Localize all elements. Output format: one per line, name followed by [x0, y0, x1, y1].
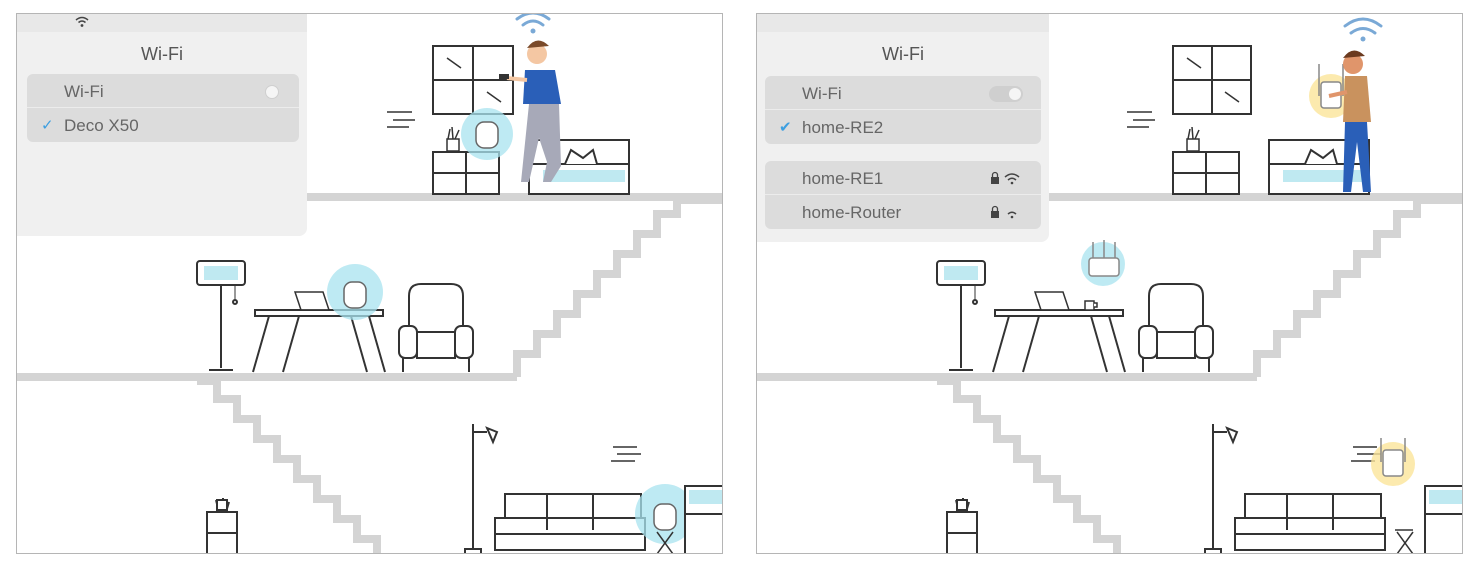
wifi-toggle-row[interactable]: Wi-Fi — [27, 74, 299, 108]
wifi-menu-right: Wi-Fi Wi-Fi ✔ home-RE2 home-RE1 home-Rou… — [757, 14, 1049, 242]
wifi-menu-title: Wi-Fi — [141, 44, 183, 64]
status-bar — [17, 14, 307, 32]
window — [432, 45, 514, 115]
upper-floor — [1049, 193, 1462, 201]
wifi-icon — [75, 16, 89, 27]
nightstand-lower — [206, 498, 238, 553]
house-scene-extenders — [757, 17, 1462, 553]
panel-range-extenders: Wi-Fi Wi-Fi ✔ home-RE2 home-RE1 home-Rou… — [756, 13, 1463, 554]
nightstand-lower — [946, 498, 978, 553]
wifi-signal-waves — [1343, 17, 1383, 42]
network-row-deco-x50[interactable]: ✓ Deco X50 — [27, 108, 299, 142]
floor-lamp-lower — [464, 424, 499, 553]
deco-unit-office — [343, 281, 367, 309]
middle-floor — [757, 373, 1257, 381]
wall-bricks — [387, 111, 415, 128]
person-with-phone — [499, 40, 561, 182]
wifi-connected-group: Wi-Fi ✔ home-RE2 — [765, 76, 1041, 144]
upper-floor — [307, 193, 722, 201]
wifi-signal-icon — [1004, 173, 1020, 185]
potted-plant — [1186, 126, 1200, 152]
person-with-phone — [1328, 50, 1371, 192]
armchair — [398, 283, 474, 372]
lock-icon — [991, 171, 999, 184]
range-extender-bedroom — [1318, 64, 1344, 109]
wifi-network-group: Wi-Fi ✓ Deco X50 — [27, 74, 299, 142]
network-row-home-re2[interactable]: ✔ home-RE2 — [765, 110, 1041, 144]
window — [1172, 45, 1252, 115]
lock-and-signal-icons — [991, 205, 1017, 219]
side-table — [1395, 529, 1414, 553]
laptop — [293, 291, 333, 311]
network-row-home-router[interactable]: home-Router — [765, 195, 1041, 229]
potted-plant — [446, 126, 460, 152]
middle-floor — [17, 373, 517, 381]
wall-bricks — [1127, 111, 1155, 128]
tv-cabinet — [684, 485, 722, 553]
wifi-toggle-switch[interactable] — [989, 86, 1023, 102]
network-name: Deco X50 — [64, 116, 139, 135]
wifi-toggle-label: Wi-Fi — [64, 82, 104, 101]
upper-staircase — [1253, 196, 1462, 377]
network-name: home-RE2 — [802, 118, 884, 137]
nightstand — [1172, 151, 1240, 195]
router-unit — [1088, 240, 1120, 277]
wifi-toggle-switch[interactable] — [265, 85, 279, 99]
wall-bricks-lower — [611, 446, 641, 462]
network-name: home-Router — [802, 203, 902, 222]
network-row-home-re1[interactable]: home-RE1 — [765, 161, 1041, 195]
lower-staircase — [937, 377, 1121, 553]
floor-lamp-lower — [1204, 424, 1239, 553]
desk — [252, 309, 386, 373]
wifi-signal-icon — [1007, 211, 1017, 219]
panel-deco-mesh: Wi-Fi Wi-Fi ✓ Deco X50 — [16, 13, 723, 554]
tv-cabinet — [1424, 485, 1462, 553]
wifi-other-networks-group: home-RE1 home-Router — [765, 161, 1041, 229]
armchair — [1138, 283, 1214, 372]
sofa — [494, 493, 646, 551]
check-icon: ✓ — [41, 117, 54, 134]
house-scene-mesh — [17, 14, 722, 553]
check-icon: ✔ — [779, 119, 792, 136]
deco-unit-living — [653, 503, 677, 531]
floor-lamp-middle — [936, 260, 986, 371]
lock-and-signal-icons — [991, 171, 1020, 185]
upper-staircase — [513, 196, 722, 377]
wifi-menu-title: Wi-Fi — [882, 44, 924, 64]
wifi-signal-waves — [515, 14, 551, 34]
sofa — [1234, 493, 1386, 551]
laptop — [1033, 291, 1073, 311]
network-name: home-RE1 — [802, 169, 884, 188]
lock-icon — [991, 205, 999, 218]
wifi-toggle-row[interactable]: Wi-Fi — [765, 76, 1041, 110]
deco-unit-bedroom — [475, 121, 499, 149]
side-table — [656, 531, 674, 553]
floor-lamp-middle — [196, 260, 246, 371]
desk — [992, 309, 1126, 373]
lower-staircase — [197, 377, 381, 553]
wifi-toggle-label: Wi-Fi — [802, 84, 842, 103]
range-extender-living — [1380, 438, 1406, 477]
coffee-cup — [1084, 300, 1098, 311]
status-bar — [757, 14, 1049, 32]
wifi-menu-left: Wi-Fi Wi-Fi ✓ Deco X50 — [17, 14, 307, 236]
